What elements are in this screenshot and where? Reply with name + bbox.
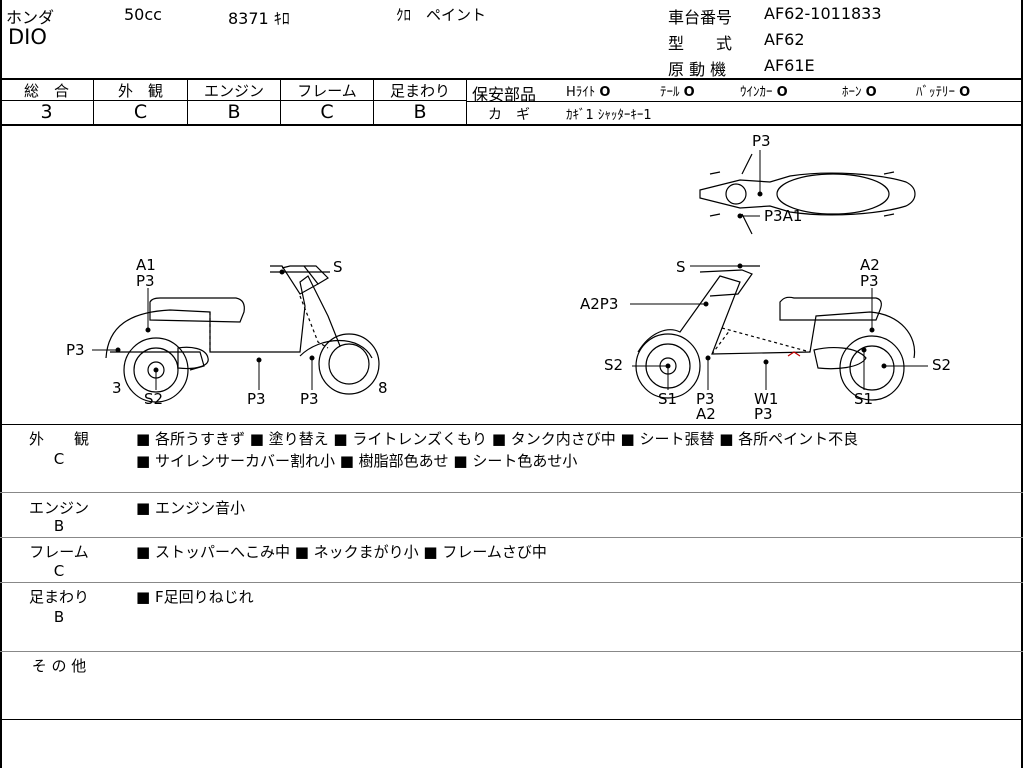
section-exterior-line-2: ■ サイレンサーカバー割れ小 ■ 樹脂部色あせ ■ シート色あせ小 — [136, 452, 578, 470]
suspension-grade: B — [413, 101, 427, 123]
left-label-p3-top: P3 — [136, 272, 155, 290]
damage-diagram: A1 P3 S P3 3 S2 P3 P3 8 S A2 P3 A2P3 S2 … — [66, 132, 951, 423]
frame-grade-label: フレーム — [297, 82, 357, 100]
left-label-3: 3 — [112, 379, 122, 397]
right-label-a2p3: A2P3 — [580, 295, 618, 313]
model-name: DIO — [8, 25, 47, 49]
right-label-w1: W1 — [754, 390, 778, 408]
left-label-p3-mid: P3 — [247, 390, 266, 408]
section-line-2 — [0, 537, 1023, 538]
grade-divider-2 — [187, 78, 188, 125]
top-label-p3: P3 — [752, 132, 771, 150]
right-label-s2-rear: S2 — [932, 356, 951, 374]
right-label-p3-mid: P3 — [696, 390, 715, 408]
engine-value: AF61E — [764, 56, 815, 75]
type-label: 型 式 — [668, 34, 733, 53]
section-suspension-grade: B — [53, 608, 65, 626]
safety-item-winker: ｳｲﾝｶｰ O — [740, 85, 788, 100]
right-label-p3-w1: P3 — [754, 405, 773, 423]
frame-no-label: 車台番号 — [668, 8, 733, 27]
key-value: ｶｷﾞ1 ｼｬｯﾀｰｷｰ1 — [566, 108, 652, 123]
section-suspension-label: 足まわり — [28, 588, 89, 606]
exterior-grade: C — [133, 101, 148, 123]
sections-top-line — [0, 424, 1023, 425]
safety-item-horn: ﾎｰﾝ O — [842, 85, 877, 100]
safety-item-headlight: Hﾗｲﾄ O — [566, 85, 611, 100]
safety-item-battery: ﾊﾞｯﾃﾘｰ O — [916, 85, 971, 100]
left-label-a1: A1 — [136, 256, 156, 274]
left-label-s: S — [333, 258, 343, 276]
mileage: 8371 ｷﾛ — [228, 9, 290, 28]
section-engine-grade: B — [53, 517, 65, 535]
right-label-a2-top: A2 — [860, 256, 880, 274]
left-label-p3-rear: P3 — [300, 390, 319, 408]
type-value: AF62 — [764, 30, 805, 49]
maker: ホンダ — [6, 8, 55, 27]
engine-label: 原 動 機 — [668, 60, 727, 79]
section-line-4 — [0, 651, 1023, 652]
section-suspension-line-1: ■ F足回りねじれ — [136, 588, 254, 606]
section-exterior-line-1: ■ 各所うすきず ■ 塗り替え ■ ライトレンズくもり ■ タンク内さび中 ■ … — [136, 430, 859, 448]
right-label-a2-mid: A2 — [696, 405, 716, 423]
frame-left — [0, 0, 2, 768]
grade-divider-3 — [280, 78, 281, 125]
section-frame-label: フレーム — [29, 543, 89, 561]
frame-right — [1021, 0, 1023, 768]
grade-bottom-line — [0, 124, 1023, 126]
section-line-5 — [0, 719, 1023, 720]
top-scooter-drawing — [699, 153, 916, 235]
right-label-s1-rear: S1 — [854, 390, 873, 408]
overall-grade: 3 — [40, 101, 53, 123]
section-engine-line-1: ■ エンジン音小 — [136, 499, 245, 517]
engine-grade-label: エンジン — [203, 82, 264, 100]
section-frame-line-1: ■ ストッパーへこみ中 ■ ネックまがり小 ■ フレームさび中 — [136, 543, 547, 561]
frame-grade: C — [320, 101, 334, 123]
color: ｸﾛ ペイント — [396, 6, 487, 24]
left-label-s2: S2 — [144, 390, 163, 408]
section-engine-label: エンジン — [28, 499, 89, 517]
right-label-s1-front: S1 — [658, 390, 677, 408]
displacement: 50cc — [124, 5, 162, 24]
grade-top-line — [0, 78, 1023, 80]
grade-divider-5 — [466, 78, 467, 125]
suspension-grade-label: 足まわり — [389, 82, 450, 100]
key-label: カ ギ — [488, 107, 530, 123]
grade-divider-1 — [93, 78, 94, 125]
section-other-label: そ の 他 — [31, 657, 87, 675]
section-exterior-grade: C — [53, 450, 65, 468]
frame-no: AF62-1011833 — [764, 4, 882, 23]
exterior-label: 外 観 — [117, 82, 163, 100]
right-label-s2-front: S2 — [604, 356, 623, 374]
section-exterior-label: 外 観 — [28, 430, 89, 448]
right-label-p3-top: P3 — [860, 272, 879, 290]
left-label-8: 8 — [378, 379, 388, 397]
section-line-3 — [0, 582, 1023, 583]
section-frame-grade: C — [53, 562, 65, 580]
grade-mid-line-right — [467, 101, 1023, 102]
safety-label: 保安部品 — [472, 85, 537, 104]
right-label-s: S — [676, 258, 686, 276]
grade-mid-line — [0, 100, 467, 101]
grade-divider-4 — [373, 78, 374, 125]
engine-grade: B — [227, 101, 241, 123]
section-line-1 — [0, 492, 1023, 493]
left-label-p3-front: P3 — [66, 341, 85, 359]
safety-item-tail: ﾃｰﾙ O — [660, 85, 695, 100]
overall-label: 総 合 — [23, 82, 69, 100]
top-label-p3a1: P3A1 — [764, 207, 802, 225]
